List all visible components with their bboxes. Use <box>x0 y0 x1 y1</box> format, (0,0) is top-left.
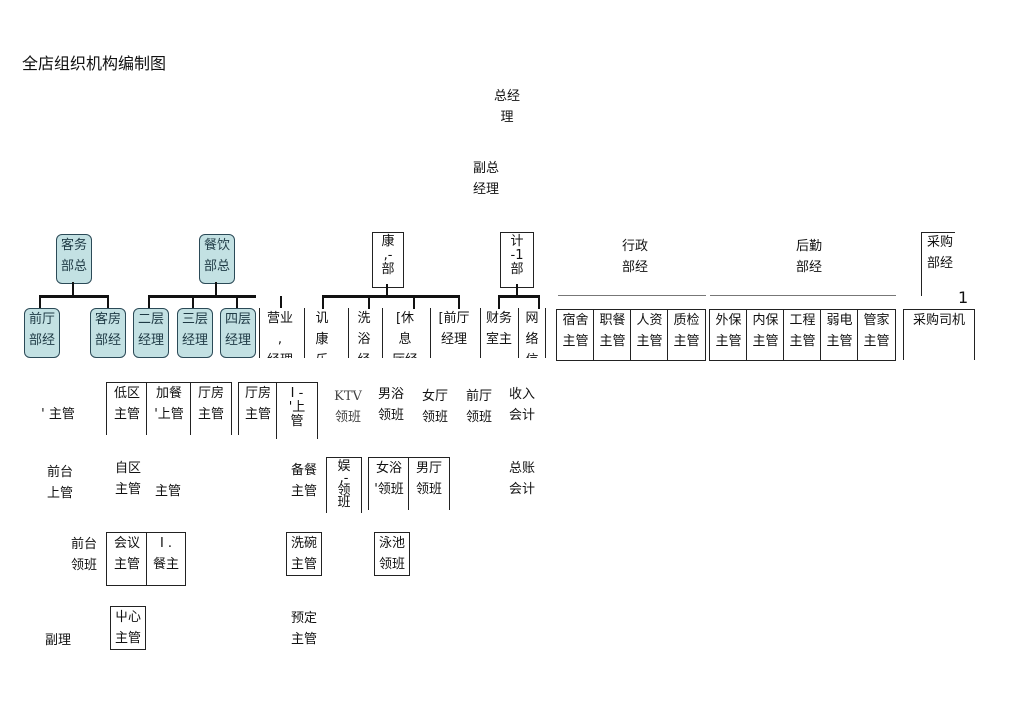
connector <box>386 284 388 296</box>
front-hall-manager: [前厅 经理 <box>430 308 477 358</box>
dormitory-supervisor: 宿舍 主管 <box>556 309 595 361</box>
deputy-manager: 副理 <box>44 633 71 648</box>
housekeeping-manager: 客房 部经 <box>90 308 126 358</box>
external-security-supervisor: 外保 主管 <box>709 309 748 361</box>
connector <box>148 295 256 298</box>
connector <box>558 295 706 296</box>
dept-recreation: 康 ,- 部 <box>372 232 404 288</box>
connector <box>236 295 238 309</box>
dishwash-supervisor: 洗碗 主管 <box>286 532 322 576</box>
purchasing-driver: 采购司机 <box>903 309 975 360</box>
ledger-accountant: 总账 会计 <box>508 461 535 497</box>
supervisor-plain: 主管 <box>154 484 181 499</box>
connector <box>39 295 109 298</box>
connector <box>498 295 500 309</box>
general-manager-node: 总经 理 <box>493 89 520 125</box>
reservation-supervisor: 预定 主管 <box>290 611 317 647</box>
prep-supervisor: 备餐 主管 <box>290 463 317 499</box>
connector <box>458 295 460 309</box>
center-supervisor: 屮心 主管 <box>110 606 146 650</box>
upper-supervisor: I - '上 管 <box>276 382 318 439</box>
connector <box>322 295 324 309</box>
connector <box>710 295 896 296</box>
floor3-manager: 三层 经理 <box>177 308 213 358</box>
front-desk-lead: 前台 领班 <box>70 537 97 573</box>
qc-supervisor: 质检 主管 <box>667 309 706 361</box>
male-bath-lead: 男浴 领班 <box>377 387 404 423</box>
bath-manager: 洗 浴 经 理 <box>348 308 379 358</box>
front-desk-supervisor: 前台 上管 <box>46 465 73 501</box>
connector <box>516 284 518 296</box>
engineering-supervisor: 工程 主管 <box>783 309 822 361</box>
connector <box>538 295 540 309</box>
connector <box>192 295 194 309</box>
recreation-manager: 讥 康 乐 <box>304 308 339 358</box>
floor4-manager: 四层 经理 <box>220 308 256 358</box>
connector <box>107 295 109 309</box>
purchasing-bracket <box>921 232 922 296</box>
staff-canteen-supervisor: 职餐 主管 <box>593 309 632 361</box>
butler-supervisor: 管家 主管 <box>857 309 896 361</box>
connector <box>72 282 74 296</box>
front-office-manager: 前厅 部经 <box>24 308 60 358</box>
area-supervisor: 自区 主管 <box>114 461 141 497</box>
hr-supervisor: 人资 主管 <box>630 309 669 361</box>
floor2-manager: 二层 经理 <box>133 308 169 358</box>
pool-lead: 泳池 领班 <box>374 532 410 576</box>
connector <box>498 295 540 298</box>
female-hall-lead: 女厅 领班 <box>421 389 448 425</box>
female-bath-lead: 女浴 '领班 <box>368 457 410 510</box>
lounge-manager: [休 息 厅经 <box>382 308 427 358</box>
hall-room-supervisor: 厅房 主管 <box>238 382 278 435</box>
finance-office-head: 财务 室主 <box>480 308 517 358</box>
dept-guest-services: 客务 部总 <box>56 234 92 284</box>
dining-supervisor: I . 餐主 <box>146 532 186 586</box>
supervisor-label: ' 主管 <box>41 407 75 422</box>
male-hall-lead: 男厅 领班 <box>408 457 450 510</box>
dept-purchasing: 采购 部经 <box>926 235 953 271</box>
connector <box>39 295 41 309</box>
meeting-supervisor: 会议 主管 <box>106 532 148 586</box>
dept-food-beverage: 餐饮 部总 <box>199 234 235 284</box>
private-room-supervisor: 厅房 主管 <box>190 382 232 435</box>
dept-finance: 计 -1 部 <box>500 232 534 288</box>
internal-security-supervisor: 内保 主管 <box>746 309 785 361</box>
low-voltage-supervisor: 弱电 主管 <box>820 309 859 361</box>
low-zone-supervisor: 低区 主管 <box>106 382 148 435</box>
network-info: 网 络 信 息 <box>518 308 546 358</box>
dept-administration: 行政 部经 <box>621 239 648 275</box>
purchasing-bracket-top <box>921 232 955 233</box>
page-title: 全店组织机构编制图 <box>22 54 167 73</box>
connector <box>280 296 282 308</box>
deputy-general-manager-node: 副总 经理 <box>472 161 499 197</box>
connector <box>413 295 415 309</box>
connector <box>148 295 150 309</box>
entertainment-lead: 娱 ,- 领 班 <box>326 457 362 513</box>
income-accountant: 收入 会计 <box>508 387 535 423</box>
connector <box>215 282 217 296</box>
front-hall-lead: 前厅 领班 <box>465 389 492 425</box>
ktv-lead: KTV 领班 <box>334 389 362 425</box>
dept-logistics: 后勤 部经 <box>795 239 822 275</box>
sales-manager: 营业 , 经理 <box>259 308 300 358</box>
page-number: 1 <box>958 288 969 307</box>
connector <box>368 295 370 309</box>
extra-meal-supervisor: 加餐 '上管 <box>146 382 192 435</box>
connector <box>322 295 460 298</box>
